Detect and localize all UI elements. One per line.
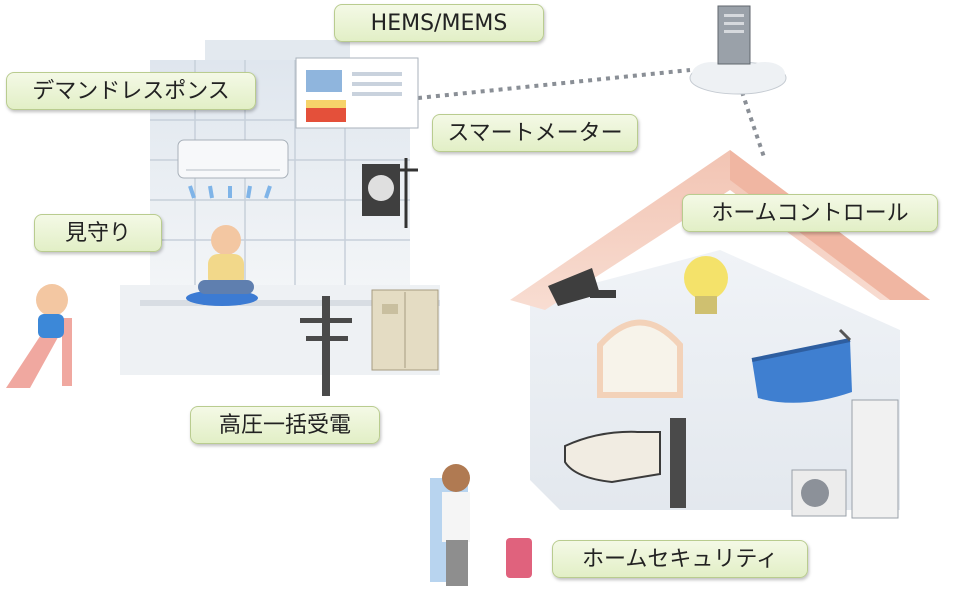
child-on-slide-icon — [6, 284, 72, 388]
heat-pump-icon — [791, 399, 899, 519]
hems-mems-label: HEMS/MEMS — [334, 4, 544, 42]
smart-meter-label: スマートメーター — [432, 114, 638, 152]
light-bulb-icon — [684, 256, 728, 314]
demand-response-label: デマンドレスポンス — [6, 72, 256, 110]
bathtub-icon — [751, 328, 852, 403]
hems-screen-icon — [295, 57, 419, 129]
server-cloud-icon — [689, 5, 787, 95]
mimamori-label: 見守り — [34, 214, 162, 252]
utility-pole-icon — [300, 296, 352, 396]
security-camera-icon — [548, 268, 616, 306]
network-links — [417, 68, 767, 161]
traveler-icon — [430, 464, 532, 586]
transformer-cabinet-icon — [371, 289, 439, 371]
door-key-hand-icon — [564, 418, 686, 508]
home-control-label: ホームコントロール — [682, 194, 938, 232]
smart-meter-icon — [362, 158, 418, 228]
elderly-person-icon — [186, 225, 258, 306]
high-voltage-label: 高圧一括受電 — [190, 406, 380, 444]
home-security-label: ホームセキュリティ — [552, 540, 808, 578]
air-conditioner-icon — [177, 139, 289, 199]
